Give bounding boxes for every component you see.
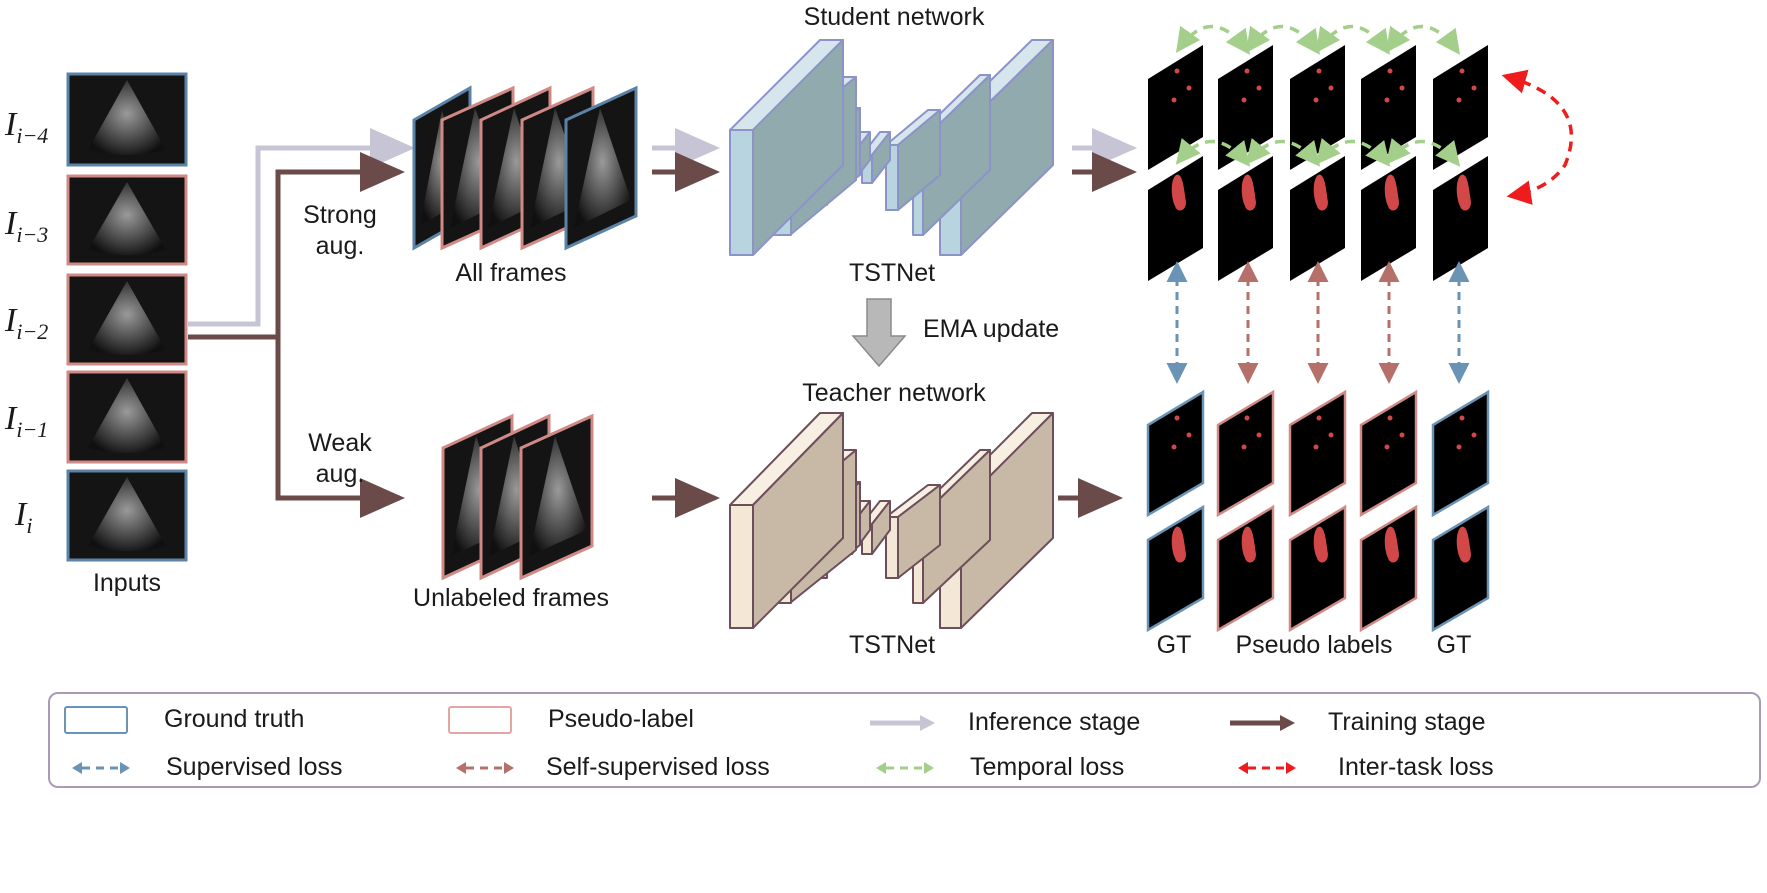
inter-task-loss-icon bbox=[1238, 761, 1296, 774]
ground-truth-swatch bbox=[64, 705, 128, 734]
teacher-network-blocks bbox=[729, 412, 1054, 629]
input-frame-pseudo bbox=[66, 370, 188, 464]
gt-mask-points bbox=[1146, 389, 1205, 518]
self-supervised-loss-icon bbox=[456, 761, 514, 774]
gt-right-caption: GT bbox=[1437, 631, 1472, 659]
unlabeled-frames-stack bbox=[441, 413, 594, 581]
ema-arrow bbox=[851, 298, 907, 368]
mask-points bbox=[1148, 45, 1203, 170]
mask-region bbox=[1433, 156, 1488, 281]
pseudo-label-swatch bbox=[448, 705, 512, 734]
gt-left-caption: GT bbox=[1157, 631, 1192, 659]
temporal-loss-arcs bbox=[1175, 24, 1461, 167]
gt-mask-region bbox=[1146, 504, 1205, 633]
pseudo-mask-region bbox=[1288, 504, 1347, 633]
legend-label: Training stage bbox=[1328, 708, 1486, 736]
supervised-loss-icon bbox=[72, 761, 130, 774]
mask-region bbox=[1361, 156, 1416, 281]
weak-aug-label-line1: Weak bbox=[308, 429, 372, 457]
pseudo-labels-caption: Pseudo labels bbox=[1235, 631, 1392, 659]
mask-region bbox=[1148, 156, 1203, 281]
legend-label: Inference stage bbox=[968, 708, 1141, 736]
frame-label: Ii−3 bbox=[4, 205, 48, 247]
loss-links bbox=[1166, 261, 1470, 384]
frame-label: Ii−1 bbox=[4, 400, 48, 442]
student-model-name: TSTNet bbox=[849, 259, 935, 287]
legend: Ground truth Pseudo-label Inference stag… bbox=[48, 692, 1761, 788]
strong-branch-arrow bbox=[188, 152, 405, 340]
input-frame-pseudo bbox=[66, 273, 188, 366]
input-frames bbox=[66, 72, 188, 562]
legend-self-supervised-loss: Self-supervised loss bbox=[454, 753, 770, 782]
legend-label: Temporal loss bbox=[970, 753, 1125, 781]
legend-ground-truth: Ground truth bbox=[64, 705, 304, 734]
legend-label: Supervised loss bbox=[166, 753, 343, 781]
inference-branch-arrow bbox=[188, 128, 415, 327]
legend-pseudo-label: Pseudo-label bbox=[448, 705, 694, 734]
stack-frame-pseudo bbox=[519, 413, 594, 581]
pseudo-mask-points bbox=[1359, 389, 1418, 518]
input-frame-pseudo bbox=[66, 174, 188, 266]
inputs-caption: Inputs bbox=[93, 569, 161, 597]
frame-label: Ii bbox=[14, 496, 32, 538]
stack-frame-gt bbox=[564, 85, 638, 251]
mask-points bbox=[1290, 45, 1345, 170]
inter-task-loss-arc bbox=[1501, 69, 1574, 205]
gt-mask-points bbox=[1431, 389, 1490, 518]
input-frame-gt bbox=[66, 469, 188, 562]
legend-label: Self-supervised loss bbox=[546, 753, 770, 781]
legend-label: Inter-task loss bbox=[1338, 753, 1494, 781]
ema-label: EMA update bbox=[923, 315, 1059, 343]
frame-label: Ii−4 bbox=[4, 106, 48, 148]
frame-label: Ii−2 bbox=[4, 302, 48, 344]
legend-temporal-loss: Temporal loss bbox=[874, 753, 1124, 782]
student-network-blocks bbox=[729, 39, 1054, 256]
teacher-network-title: Teacher network bbox=[802, 379, 986, 407]
gt-mask-region bbox=[1431, 504, 1490, 633]
pseudo-mask-points bbox=[1216, 389, 1275, 518]
mask-points bbox=[1361, 45, 1416, 170]
input-frame-gt bbox=[66, 72, 188, 167]
legend-supervised-loss: Supervised loss bbox=[70, 753, 342, 782]
all-frames-stack bbox=[412, 85, 638, 251]
mask-region bbox=[1218, 156, 1273, 281]
student-output-masks bbox=[1148, 45, 1488, 281]
target-masks bbox=[1146, 389, 1490, 633]
unlabeled-frames-caption: Unlabeled frames bbox=[413, 584, 609, 612]
legend-inference-stage: Inference stage bbox=[870, 708, 1140, 737]
temporal-loss-icon bbox=[876, 761, 934, 774]
pseudo-mask-points bbox=[1288, 389, 1347, 518]
legend-inter-task-loss: Inter-task loss bbox=[1236, 753, 1494, 782]
strong-aug-label-line1: Strong bbox=[303, 201, 377, 229]
mask-points bbox=[1433, 45, 1488, 170]
teacher-model-name: TSTNet bbox=[849, 631, 935, 659]
weak-branch-arrow bbox=[275, 337, 405, 518]
student-network-title: Student network bbox=[804, 3, 985, 31]
strong-aug-label-line2: aug. bbox=[316, 232, 365, 260]
all-frames-caption: All frames bbox=[455, 259, 566, 287]
pseudo-mask-region bbox=[1216, 504, 1275, 633]
legend-label: Ground truth bbox=[164, 705, 305, 733]
pseudo-mask-region bbox=[1359, 504, 1418, 633]
mask-points bbox=[1218, 45, 1273, 170]
legend-label: Pseudo-label bbox=[548, 705, 694, 733]
inference-arrow-icon bbox=[870, 714, 935, 731]
training-arrow-icon bbox=[1230, 714, 1295, 731]
weak-aug-label-line2: aug. bbox=[316, 460, 365, 488]
legend-training-stage: Training stage bbox=[1230, 708, 1486, 737]
mask-region bbox=[1290, 156, 1345, 281]
